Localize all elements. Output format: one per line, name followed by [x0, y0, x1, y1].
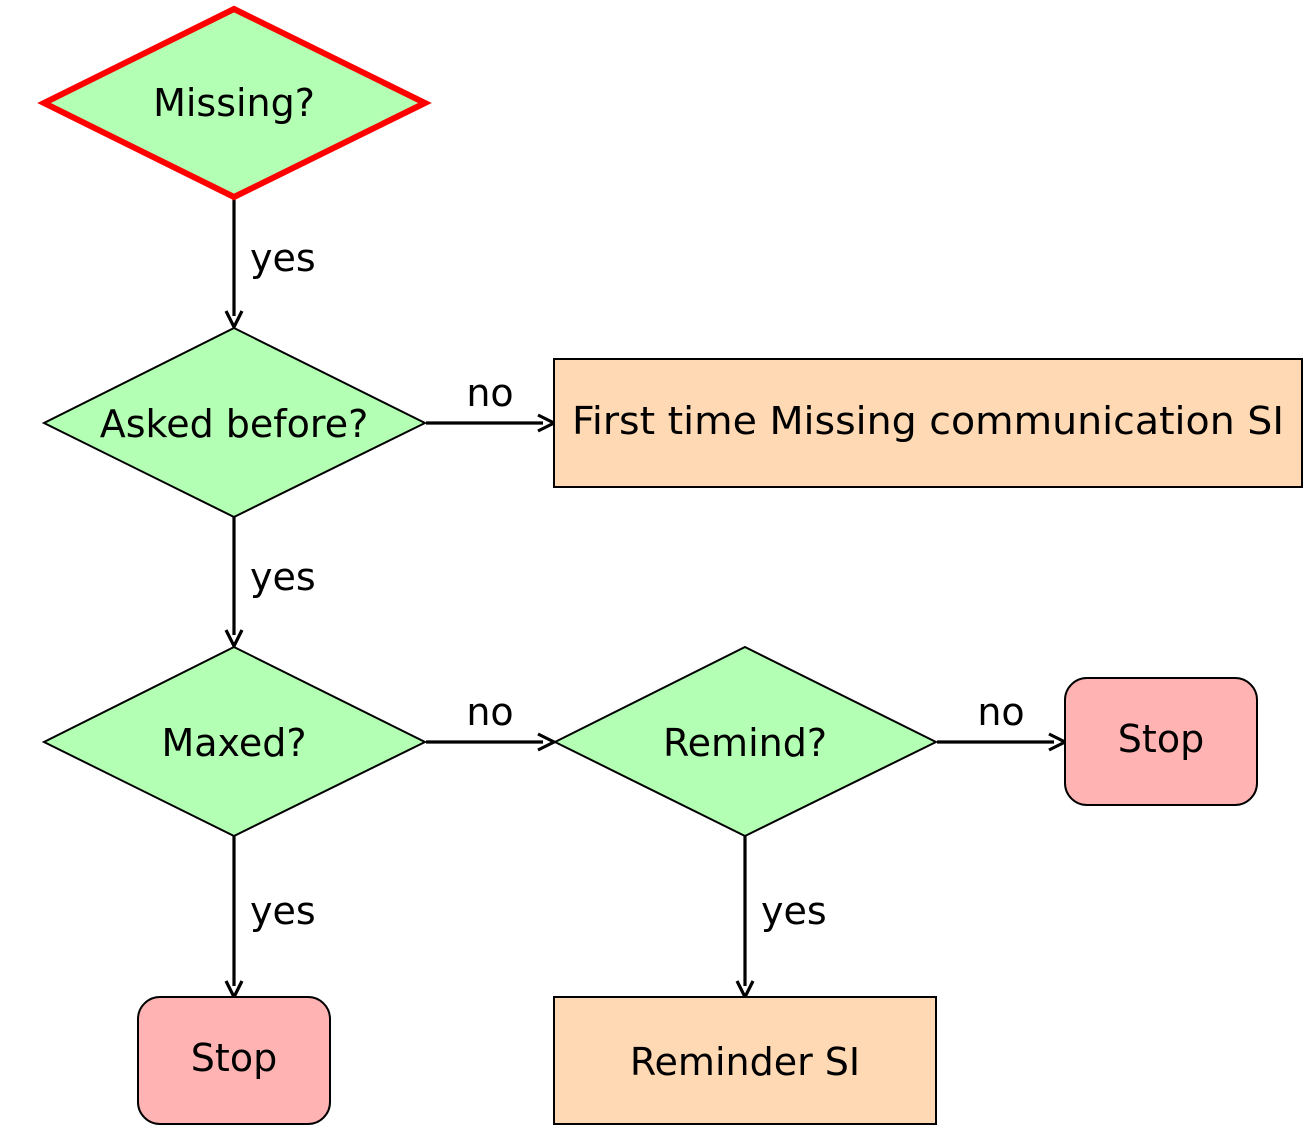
edge-label-yes: yes	[250, 889, 316, 933]
decision-diamond-start	[37, 5, 432, 201]
node-label: Missing?	[153, 81, 315, 125]
node-label: Stop	[1118, 717, 1204, 761]
edge-label-yes: yes	[761, 889, 827, 933]
decision-diamond	[41, 645, 428, 838]
decision-diamond	[41, 326, 428, 519]
edge-asked-to-first: no	[426, 371, 558, 433]
node-stop-right: Stop	[1064, 677, 1258, 806]
edge-remind-to-reminder: yes	[735, 836, 827, 1001]
decision-diamond	[552, 645, 939, 838]
action-box	[553, 996, 937, 1125]
node-label: Reminder SI	[630, 1040, 860, 1084]
node-first-time: First time Missing communication SI	[553, 358, 1303, 488]
edge-label-no: no	[466, 690, 513, 734]
edge-maxed-to-stop: yes	[224, 836, 316, 1001]
edge-missing-to-asked: yes	[224, 197, 316, 331]
edge-label-yes: yes	[250, 236, 316, 280]
edge-label-yes: yes	[250, 555, 316, 599]
action-box	[553, 358, 1303, 488]
node-remind: Remind?	[552, 645, 939, 838]
node-label: Maxed?	[161, 721, 306, 765]
node-label: Stop	[191, 1036, 277, 1080]
node-label: Asked before?	[100, 402, 369, 446]
edge-label-no: no	[977, 690, 1024, 734]
node-maxed: Maxed?	[41, 645, 428, 838]
terminal-box	[1064, 677, 1258, 806]
node-missing: Missing?	[37, 5, 432, 201]
node-asked-before: Asked before?	[41, 326, 428, 519]
edge-label-no: no	[466, 371, 513, 415]
node-label: Remind?	[663, 721, 827, 765]
node-label: First time Missing communication SI	[572, 399, 1284, 443]
node-reminder: Reminder SI	[553, 996, 937, 1125]
edge-remind-to-stop: no	[937, 690, 1069, 752]
node-stop-bottom: Stop	[137, 996, 331, 1125]
edge-asked-to-maxed: yes	[224, 517, 316, 650]
edge-maxed-to-remind: no	[426, 690, 558, 752]
terminal-box	[137, 996, 331, 1125]
